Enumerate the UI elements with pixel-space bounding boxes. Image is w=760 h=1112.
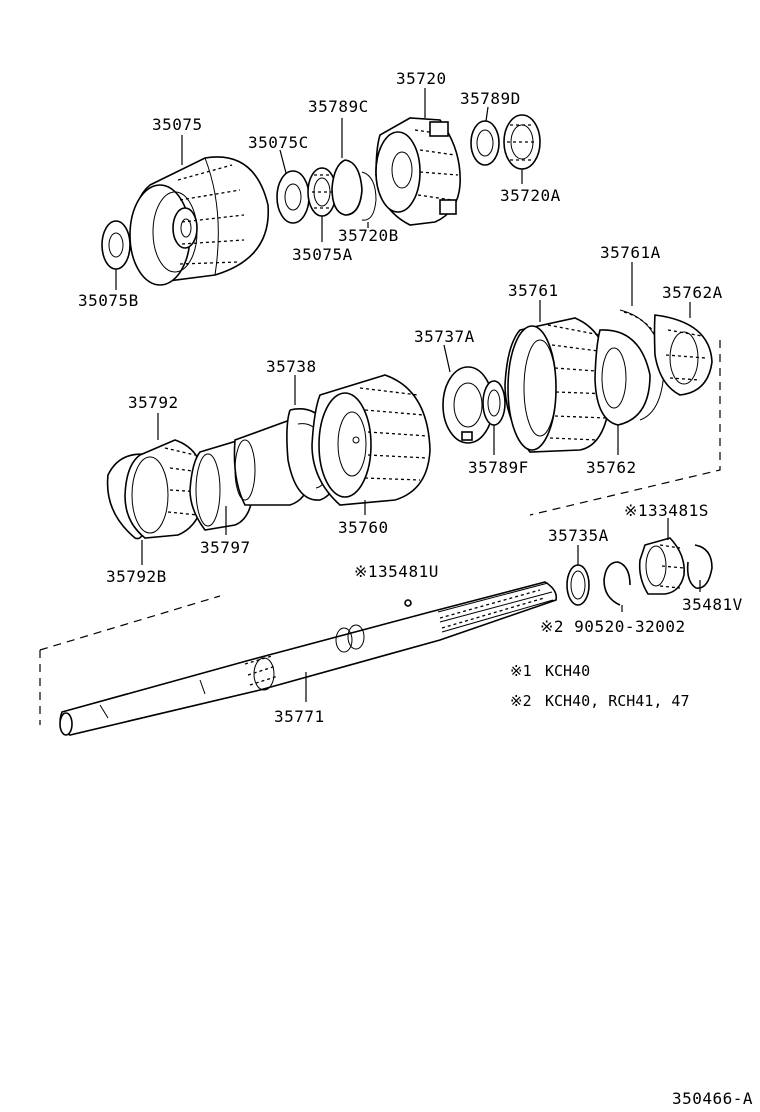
label-35789c: 35789C bbox=[308, 97, 369, 116]
label-35761: 35761 bbox=[508, 281, 559, 300]
clutch-drum-35075 bbox=[129, 135, 270, 286]
label-35720a: 35720A bbox=[500, 186, 561, 205]
diagram-id: 350466-A bbox=[672, 1089, 753, 1108]
label-35762a: 35762A bbox=[662, 283, 723, 302]
label-133481s: ※133481S bbox=[624, 501, 709, 520]
label-35797: 35797 bbox=[200, 538, 251, 557]
label-35789d: 35789D bbox=[460, 89, 521, 108]
label-35075b: 35075B bbox=[78, 291, 139, 310]
label-35481v: 35481V bbox=[682, 595, 743, 614]
label-35737a: 35737A bbox=[414, 327, 475, 346]
label-35771: 35771 bbox=[274, 707, 325, 726]
label-35792b: 35792B bbox=[106, 567, 167, 586]
race-35789f bbox=[482, 380, 506, 455]
bearing-35720a bbox=[503, 114, 541, 184]
label-35075a: 35075A bbox=[292, 245, 353, 264]
label-35075: 35075 bbox=[152, 115, 203, 134]
label-35761a: 35761A bbox=[600, 243, 661, 262]
snap-ring-35720b bbox=[361, 171, 377, 228]
label-90520-32002: ※2 90520-32002 bbox=[540, 617, 686, 636]
snap-ring-90520-32002 bbox=[603, 561, 631, 612]
hub-35762 bbox=[594, 329, 651, 455]
plug-133481s bbox=[638, 518, 686, 595]
washer-35075b bbox=[101, 220, 131, 290]
label-35792: 35792 bbox=[128, 393, 179, 412]
label-35075c: 35075C bbox=[248, 133, 309, 152]
thrust-washer-35737a bbox=[442, 344, 494, 444]
ring-gear-35760 bbox=[311, 374, 431, 515]
label-35762: 35762 bbox=[586, 458, 637, 477]
label-35735a: 35735A bbox=[548, 526, 609, 545]
input-shaft-35771 bbox=[59, 581, 558, 736]
bearing-35075a bbox=[307, 167, 337, 242]
drum-35761 bbox=[504, 300, 612, 453]
snap-ring-35789c bbox=[331, 118, 363, 216]
note2-text: KCH40, RCH41, 47 bbox=[545, 692, 690, 710]
race-35789d bbox=[470, 106, 500, 166]
label-35720: 35720 bbox=[396, 69, 447, 88]
snap-ring-35481v bbox=[686, 544, 713, 592]
note2-mark: ※2 bbox=[510, 692, 532, 710]
note1-mark: ※1 bbox=[510, 662, 532, 680]
snap-ring-35735a bbox=[566, 545, 590, 606]
label-35481u: ※135481U bbox=[354, 562, 439, 581]
bearing-35762a bbox=[653, 302, 713, 396]
note1-text: KCH40 bbox=[545, 662, 590, 680]
planetary-carrier-35720 bbox=[375, 88, 461, 226]
thrust-washer-35075c bbox=[276, 149, 310, 224]
label-35720b: 35720B bbox=[338, 226, 399, 245]
label-35760: 35760 bbox=[338, 518, 389, 537]
label-35789f: 35789F bbox=[468, 458, 529, 477]
label-35738: 35738 bbox=[266, 357, 317, 376]
